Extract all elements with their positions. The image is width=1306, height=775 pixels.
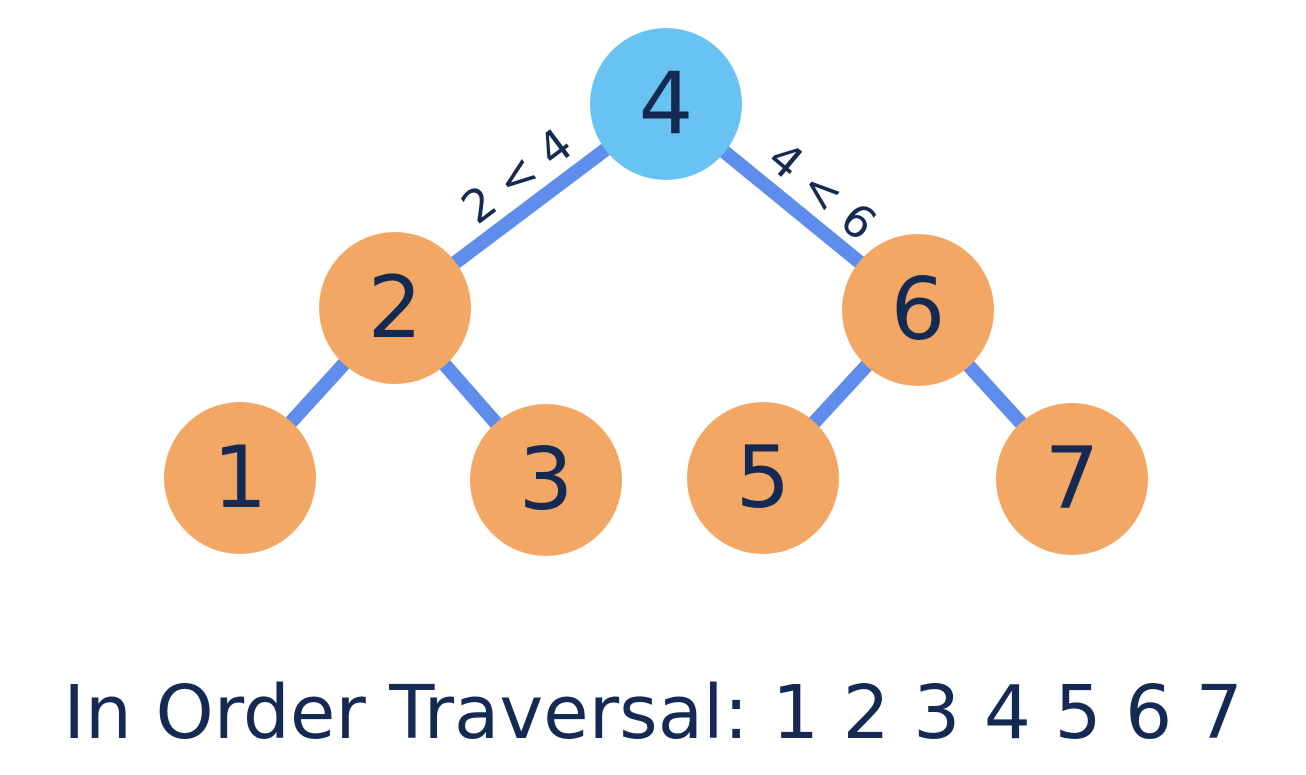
tree-node-value: 1 xyxy=(212,428,268,528)
tree-node-value: 6 xyxy=(890,260,946,360)
tree-node-root: 4 xyxy=(590,28,742,180)
tree-node-value: 3 xyxy=(518,430,574,530)
tree-node-value: 7 xyxy=(1044,429,1100,529)
tree-node-5: 5 xyxy=(687,402,839,554)
tree-node-value: 2 xyxy=(367,258,423,358)
tree-node-7: 7 xyxy=(996,403,1148,555)
in-order-traversal-caption: In Order Traversal: 1 2 3 4 5 6 7 xyxy=(63,670,1243,756)
tree-node-1: 1 xyxy=(164,402,316,554)
tree-node-2: 2 xyxy=(319,232,471,384)
tree-node-6: 6 xyxy=(842,234,994,386)
tree-node-3: 3 xyxy=(470,404,622,556)
tree-node-value: 4 xyxy=(638,54,694,154)
tree-node-value: 5 xyxy=(735,428,791,528)
